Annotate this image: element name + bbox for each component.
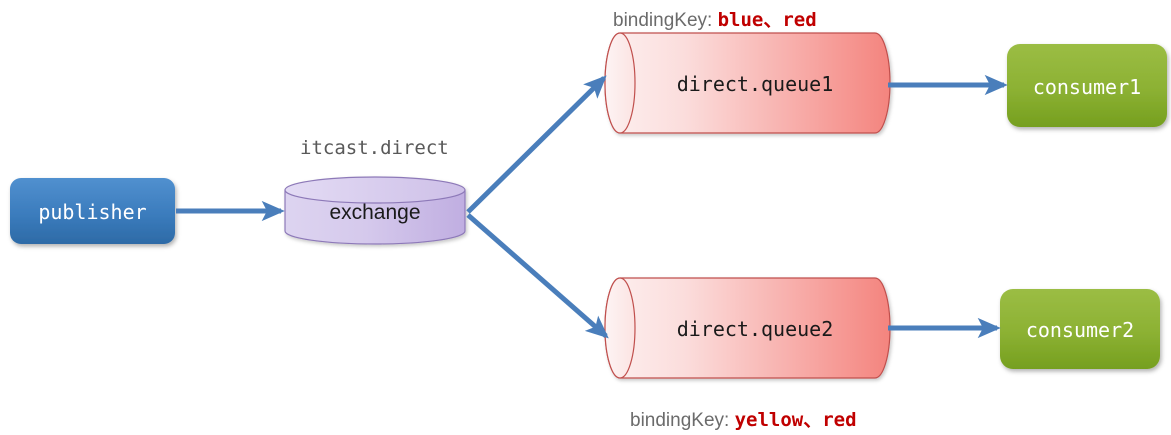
- consumer2-label: consumer2: [1025, 318, 1135, 342]
- queue2-label: direct.queue2: [676, 317, 834, 341]
- arrow-exchange-to-queue1: [466, 75, 607, 214]
- node-queue1[interactable]: [604, 32, 891, 134]
- exchange-label: exchange: [329, 201, 421, 224]
- binding-key-bottom-value: yellow、red: [734, 409, 857, 431]
- node-exchange[interactable]: [284, 176, 466, 245]
- binding-key-queue1: bindingKey: blue、red: [613, 5, 817, 32]
- exchange-caption: itcast.direct: [300, 137, 449, 159]
- node-consumer2[interactable]: [1000, 289, 1160, 369]
- binding-key-top-prefix: bindingKey:: [613, 10, 718, 31]
- consumer1-label: consumer1: [1032, 75, 1142, 99]
- node-publisher[interactable]: [10, 178, 175, 244]
- queue1-label: direct.queue1: [676, 72, 834, 96]
- node-consumer1[interactable]: [1007, 44, 1167, 127]
- publisher-label: publisher: [38, 200, 147, 224]
- binding-key-bottom-prefix: bindingKey:: [630, 410, 735, 431]
- binding-key-top-value: blue、red: [717, 9, 817, 31]
- binding-key-queue2: bindingKey: yellow、red: [630, 405, 857, 432]
- arrow-exchange-to-queue2: [466, 213, 609, 339]
